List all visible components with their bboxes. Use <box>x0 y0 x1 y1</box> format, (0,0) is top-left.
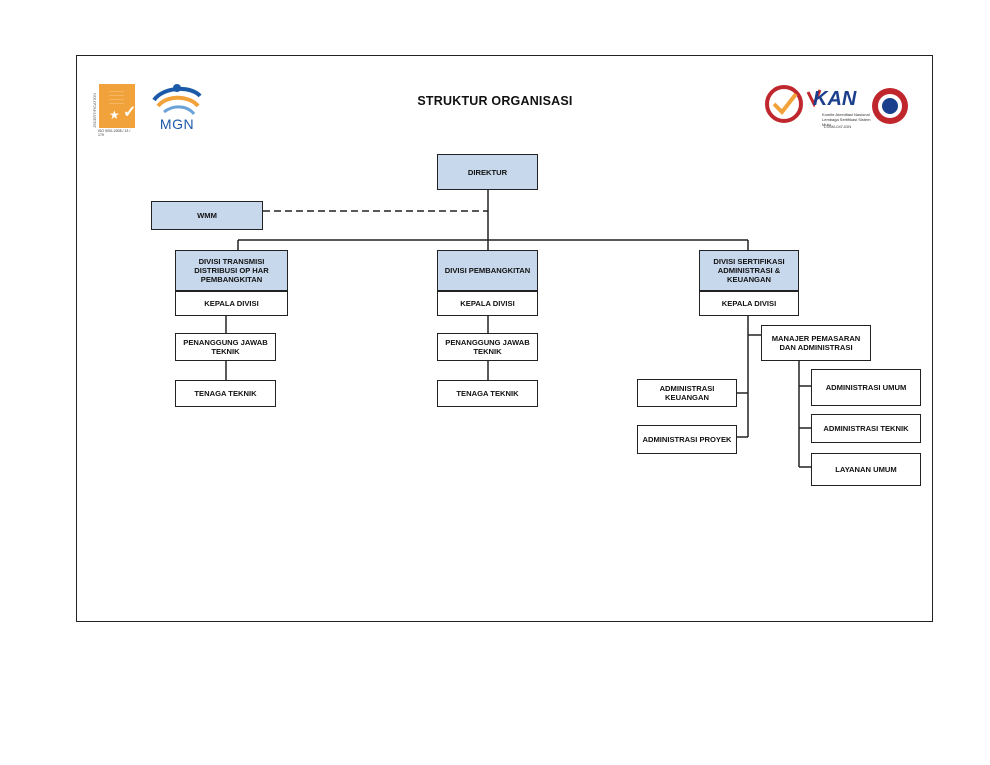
node-divisi-sertifikasi-kepala: KEPALA DIVISI <box>699 291 799 316</box>
node-divisi-pembangkitan-pj: PENANGGUNG JAWAB TEKNIK <box>437 333 538 361</box>
node-manajer-pemasaran: MANAJER PEMASARAN DAN ADMINISTRASI <box>761 325 871 361</box>
kan-logo-subtitle: Komite Akreditasi Nasional Lembaga Serti… <box>822 112 871 127</box>
node-divisi-sertifikasi: DIVISI SERTIFIKASI ADMINISTRASI & KEUANG… <box>699 250 799 291</box>
node-divisi-transmisi-pj: PENANGGUNG JAWAB TEKNIK <box>175 333 276 361</box>
mgn-logo: MGN <box>146 80 208 134</box>
node-layanan-umum: LAYANAN UMUM <box>811 453 921 486</box>
node-divisi-transmisi: DIVISI TRANSMISI DISTRIBUSI OP HAR PEMBA… <box>175 250 288 291</box>
node-divisi-transmisi-kepala: KEPALA DIVISI <box>175 291 288 316</box>
node-divisi-pembangkitan-tenaga: TENAGA TEKNIK <box>437 380 538 407</box>
node-administrasi-teknik: ADMINISTRASI TEKNIK <box>811 414 921 443</box>
kan-seal-icon <box>765 85 908 124</box>
page-title: STRUKTUR ORGANISASI <box>417 94 573 108</box>
mgn-swoosh-icon <box>152 84 202 116</box>
page-frame <box>76 55 933 622</box>
node-divisi-pembangkitan-kepala: KEPALA DIVISI <box>437 291 538 316</box>
node-wmm: WMM <box>151 201 263 230</box>
check-icon: ✓ <box>123 104 137 121</box>
mgn-logo-text: MGN <box>159 116 195 132</box>
kan-logo-text: KAN <box>813 88 857 110</box>
certification-logo: JSCERTIFICATION ————————————————————————… <box>92 84 137 137</box>
star-icon: ★ <box>109 108 120 122</box>
node-divisi-pembangkitan: DIVISI PEMBANGKITAN <box>437 250 538 291</box>
node-administrasi-proyek: ADMINISTRASI PROYEK <box>637 425 737 454</box>
node-administrasi-keuangan: ADMINISTRASI KEUANGAN <box>637 379 737 407</box>
certification-caption: ISO 9001:2008 / 13 / 179 <box>98 129 131 137</box>
kan-logo: KAN Komite Akreditasi Nasional Lembaga S… <box>764 84 910 136</box>
kan-logo-code: LSSM-047-IDN <box>824 124 852 129</box>
node-direktur: DIREKTUR <box>437 154 538 190</box>
certification-badge: ———————————————————————— ★ ✓ <box>99 84 137 128</box>
node-administrasi-umum: ADMINISTRASI UMUM <box>811 369 921 406</box>
node-divisi-transmisi-tenaga: TENAGA TEKNIK <box>175 380 276 407</box>
